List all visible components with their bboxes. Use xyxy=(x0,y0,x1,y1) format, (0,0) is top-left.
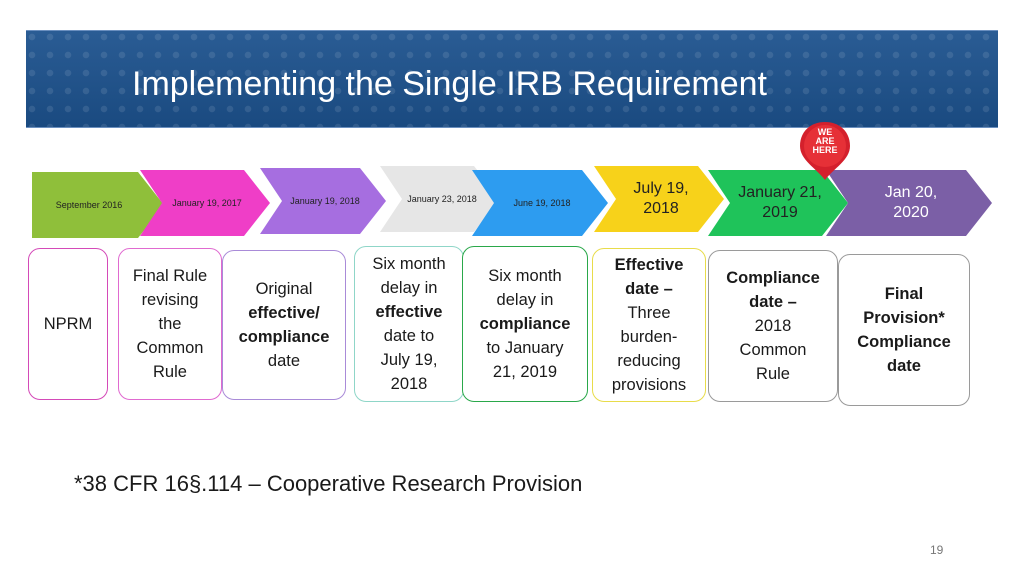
milestone-text-line: compliance xyxy=(238,328,330,346)
milestone-card: NPRM xyxy=(28,248,108,400)
milestone-text-line: Rule xyxy=(756,365,790,383)
milestone-text-line: date xyxy=(887,357,921,375)
marker-line-2: ARE xyxy=(815,136,835,146)
milestone-text-line: Six month xyxy=(372,255,446,273)
page-number: 19 xyxy=(930,543,944,557)
milestone-text-line: revising xyxy=(141,291,199,309)
milestone-text-line: date – xyxy=(625,280,673,298)
milestone-text-line: Rule xyxy=(153,363,187,381)
milestone-text-line: NPRM xyxy=(43,315,93,333)
timeline-chevron xyxy=(380,166,500,232)
milestone-text-line: Original xyxy=(255,280,313,298)
milestone-text-line: burden- xyxy=(620,328,678,346)
milestone-text-line: Three xyxy=(627,304,671,322)
timeline-date-label: Jan 20, 2020 xyxy=(884,184,938,221)
we-are-here-marker: WE ARE HERE xyxy=(796,120,854,182)
milestone-text-line: Effective xyxy=(614,256,684,274)
milestone-text-line: Six month xyxy=(488,267,562,285)
timeline-date-label: September 2016 xyxy=(55,200,123,210)
milestone-card: Six month delay in compliance to January 21,… xyxy=(462,246,588,402)
milestone-text-line: Provision* xyxy=(863,309,945,327)
timeline-chevron xyxy=(594,166,724,232)
milestone-text-line: July 19, xyxy=(380,351,438,369)
milestone-text-line: reducing xyxy=(617,352,681,370)
marker-line-3: HERE xyxy=(812,145,838,155)
milestone-text-line: Common xyxy=(739,341,807,359)
milestone-text-line: to January xyxy=(486,339,564,357)
milestone-text-line: delay in xyxy=(496,291,554,309)
milestone-card: Effective date – Three burden-reducing provi… xyxy=(592,248,706,402)
milestone-text-line: Final Rule xyxy=(132,267,208,285)
timeline-date-label: January 21, 2019 xyxy=(738,184,822,221)
timeline-chevron xyxy=(708,170,848,236)
timeline-date-label: June 19, 2018 xyxy=(513,198,571,208)
timeline-date-label: January 19, 2017 xyxy=(172,198,242,208)
page-title: Implementing the Single IRB Requirement xyxy=(132,65,767,103)
milestone-text-line: the xyxy=(158,315,182,333)
milestone-card: Original effective/compliance date xyxy=(222,250,346,400)
marker-line-1: WE xyxy=(817,127,833,137)
timeline-date-label: January 23, 2018 xyxy=(407,194,477,204)
timeline-chevron xyxy=(140,170,270,236)
milestone-text-line: date to xyxy=(383,327,435,345)
milestone-text-line: Compliance xyxy=(726,269,820,287)
milestone-text-line: effective xyxy=(375,303,443,321)
milestone-text-line: 2018 xyxy=(390,375,428,393)
milestone-text-line: compliance xyxy=(479,315,571,333)
milestone-text-line: 2018 xyxy=(754,317,792,335)
milestone-text-line: Compliance xyxy=(857,333,951,351)
title-banner: Implementing the Single IRB Requirement xyxy=(26,30,998,128)
timeline-chevron xyxy=(32,172,164,238)
timeline-date-label: July 19, 2018 xyxy=(633,180,689,217)
milestone-text-line: effective/ xyxy=(248,304,320,322)
footnote: *38 CFR 16§.114 – Cooperative Research P… xyxy=(74,471,583,496)
milestone-text-line: provisions xyxy=(611,376,687,394)
milestone-text-line: date – xyxy=(749,293,797,311)
milestone-text-line: Final xyxy=(884,285,924,303)
milestone-text-line: Common xyxy=(136,339,204,357)
milestone-text-line: 21, 2019 xyxy=(492,363,558,381)
timeline-date-label: January 19, 2018 xyxy=(290,196,360,206)
milestone-text-line: date xyxy=(267,352,301,370)
milestone-text-line: delay in xyxy=(380,279,438,297)
milestone-card: Six month delay in effective date to July 19… xyxy=(354,246,464,402)
timeline-chevron xyxy=(826,170,992,236)
timeline-chevron xyxy=(260,168,386,234)
timeline-chevron xyxy=(472,170,608,236)
